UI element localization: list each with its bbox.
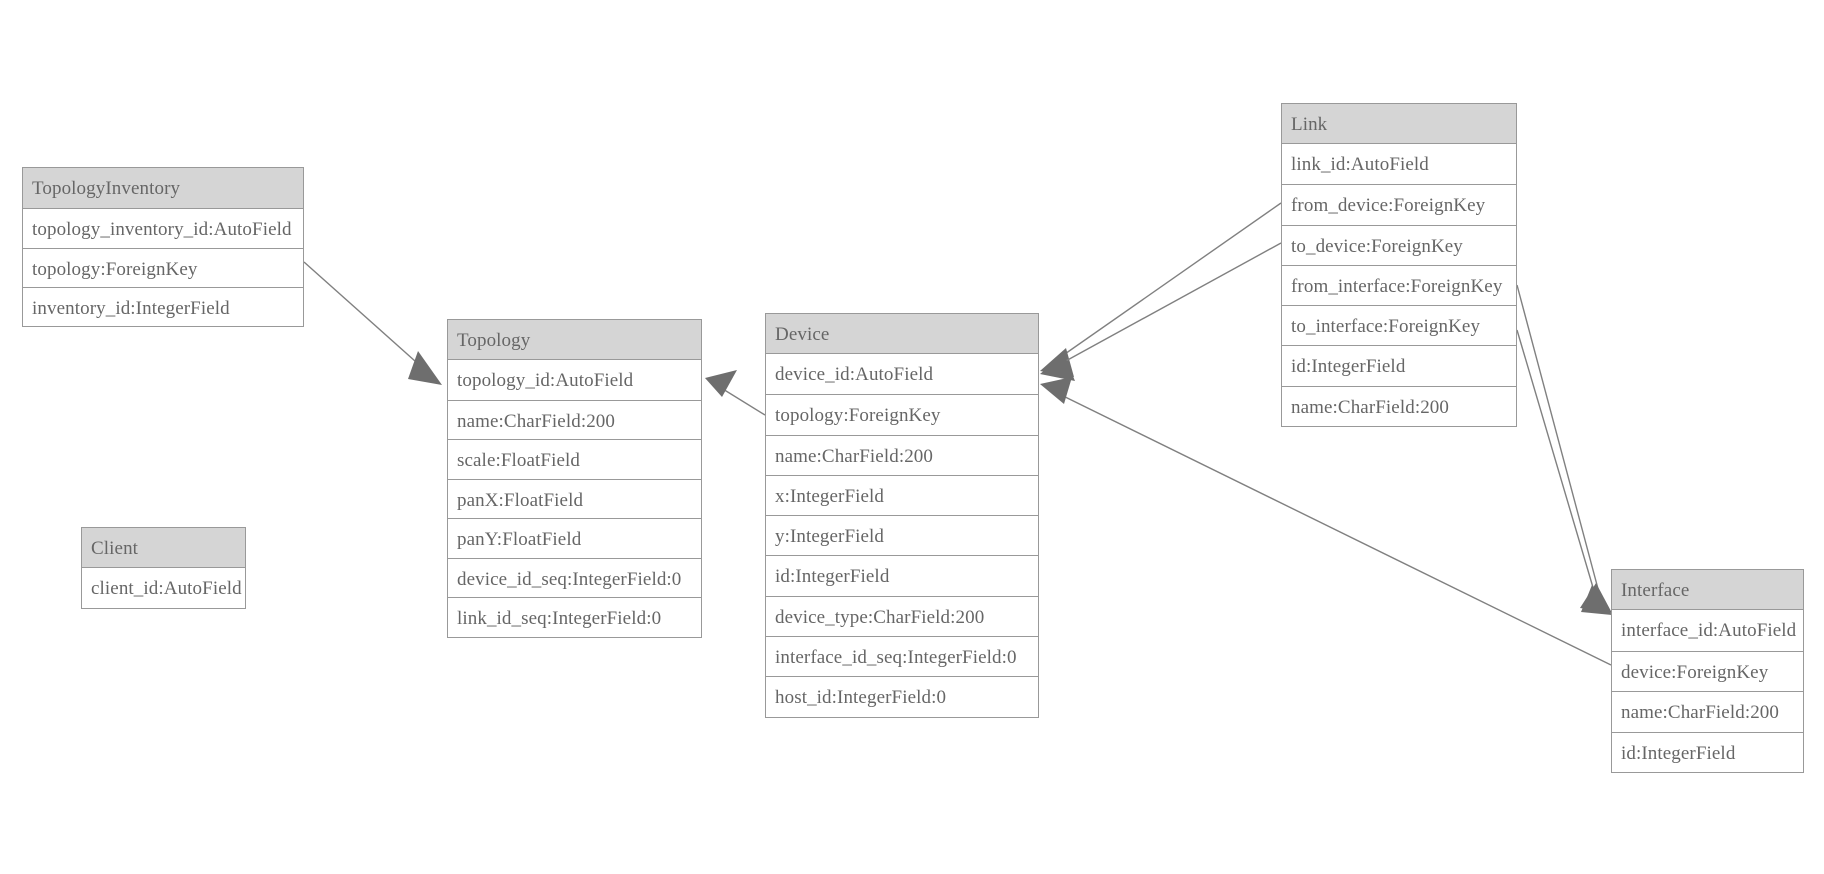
entity-link-field: id:IntegerField bbox=[1282, 345, 1516, 386]
entity-interface-field: device:ForeignKey bbox=[1612, 650, 1803, 691]
relationship-arrowhead-icon bbox=[1040, 348, 1074, 377]
entity-link-field: from_device:ForeignKey bbox=[1282, 184, 1516, 225]
entity-topology-field: device_id_seq:IntegerField:0 bbox=[448, 557, 701, 597]
entity-link-field: name:CharField:200 bbox=[1282, 385, 1516, 427]
entity-device-title: Device bbox=[766, 314, 1038, 354]
entity-interface-field: interface_id:AutoField bbox=[1612, 610, 1803, 651]
entity-topology-field: name:CharField:200 bbox=[448, 399, 701, 439]
relationship-link-from_device bbox=[1040, 202, 1282, 377]
entity-topology-field: scale:FloatField bbox=[448, 439, 701, 479]
relationship-arrowhead-icon bbox=[1581, 585, 1612, 615]
entity-device-field: name:CharField:200 bbox=[766, 434, 1038, 475]
entity-device-field: device_type:CharField:200 bbox=[766, 595, 1038, 637]
entity-topology-field: panX:FloatField bbox=[448, 478, 701, 518]
entity-device-field: topology:ForeignKey bbox=[766, 394, 1038, 435]
entity-device-field: y:IntegerField bbox=[766, 515, 1038, 556]
entity-topology-inventory-field: inventory_id:IntegerField bbox=[23, 287, 303, 326]
entity-topology-inventory-field: topology_inventory_id:AutoField bbox=[23, 209, 303, 248]
entity-link-field: to_device:ForeignKey bbox=[1282, 224, 1516, 265]
entity-link-title: Link bbox=[1282, 104, 1516, 144]
relationship-device-topology bbox=[705, 370, 766, 416]
relationship-line bbox=[1052, 242, 1282, 369]
entity-interface-title: Interface bbox=[1612, 570, 1803, 610]
entity-client-title: Client bbox=[82, 528, 245, 568]
relationship-line bbox=[1052, 390, 1612, 666]
relationship-arrowhead-icon bbox=[1580, 583, 1612, 613]
entity-link-field: from_interface:ForeignKey bbox=[1282, 264, 1516, 306]
entity-client-field: client_id:AutoField bbox=[82, 568, 245, 608]
entity-topology-field: link_id_seq:IntegerField:0 bbox=[448, 597, 701, 637]
entity-topology-field: topology_id:AutoField bbox=[448, 360, 701, 400]
entity-interface-field: id:IntegerField bbox=[1612, 731, 1803, 772]
entity-device-field: id:IntegerField bbox=[766, 555, 1038, 596]
entity-topology-inventory-title: TopologyInventory bbox=[23, 168, 303, 209]
relationship-line bbox=[1051, 202, 1282, 364]
relationship-arrowhead-icon bbox=[1040, 354, 1075, 381]
relationship-line bbox=[303, 261, 435, 379]
relationship-link-to_device bbox=[1040, 242, 1282, 381]
entity-link-field: link_id:AutoField bbox=[1282, 144, 1516, 185]
entity-topology-inventory-field: topology:ForeignKey bbox=[23, 248, 303, 287]
relationship-line bbox=[1516, 329, 1598, 602]
relationship-link-from_interface bbox=[1516, 284, 1612, 613]
entity-topology-title: Topology bbox=[448, 320, 701, 360]
relationship-arrowhead-icon bbox=[408, 351, 442, 385]
relationship-arrowhead-icon bbox=[1040, 377, 1072, 404]
relationship-line bbox=[1516, 284, 1602, 601]
entity-link-field: to_interface:ForeignKey bbox=[1282, 305, 1516, 346]
entity-device-field: x:IntegerField bbox=[766, 474, 1038, 516]
entity-interface-field: name:CharField:200 bbox=[1612, 691, 1803, 732]
entity-device-field: device_id:AutoField bbox=[766, 354, 1038, 395]
entity-device-field: interface_id_seq:IntegerField:0 bbox=[766, 636, 1038, 677]
relationship-topologyinventory-topology bbox=[303, 261, 442, 385]
entity-topology-field: panY:FloatField bbox=[448, 518, 701, 558]
relationship-arrowhead-icon bbox=[705, 370, 737, 397]
relationship-line bbox=[717, 385, 766, 416]
relationship-link-to_interface bbox=[1516, 329, 1612, 615]
entity-device-field: host_id:IntegerField:0 bbox=[766, 676, 1038, 717]
